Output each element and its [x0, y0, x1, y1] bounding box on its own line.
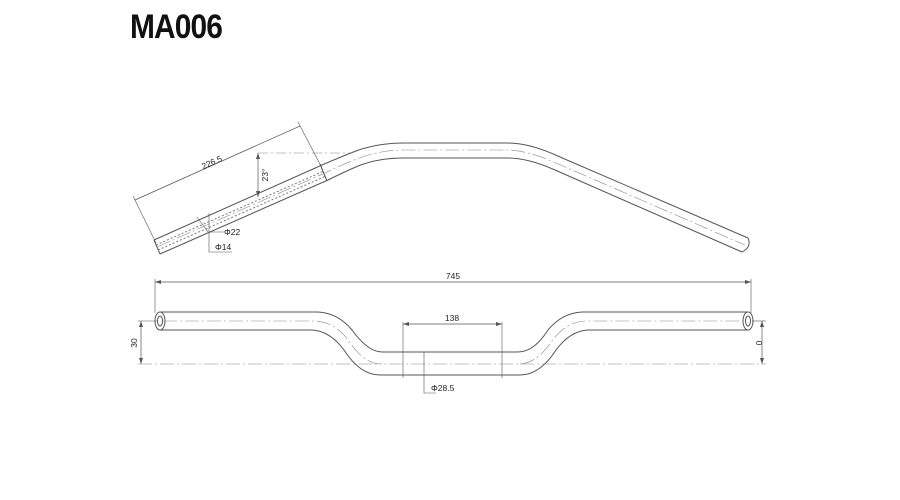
arrow-offset-bottom [760, 358, 764, 364]
front-view-outline-lower [160, 329, 748, 376]
dim-center-diameter: Φ28.5 [431, 383, 455, 393]
front-view-left-end-inner [157, 315, 163, 327]
dim-outer-diameter: Φ22 [224, 227, 241, 237]
top-view-grip-hidden-lower [157, 175, 327, 251]
front-view-diameter-marker [423, 352, 436, 394]
top-view-length-ext-right [297, 121, 323, 169]
front-view-outline-upper [160, 311, 748, 353]
top-view-outline-upper [153, 142, 749, 241]
dim-rise: 30 [129, 338, 139, 348]
front-view-right-end-inner [745, 315, 751, 327]
top-view-centerline [156, 149, 746, 248]
arrow-width-right [745, 280, 751, 284]
top-view-handlebar [132, 121, 750, 255]
top-view-diameter-marker-22 [196, 216, 224, 233]
part-number-title: MA006 [130, 8, 223, 46]
top-view-length-ext-left [132, 195, 157, 244]
top-view-right-end [741, 237, 750, 253]
front-view-centerline [163, 320, 745, 365]
arrow-offset-top [760, 321, 764, 327]
dim-sweep-angle: 23° [260, 169, 270, 182]
top-view-outline-lower [159, 157, 743, 255]
top-view-grip-hidden-upper [155, 170, 325, 246]
dim-overall-width: 745 [446, 271, 460, 281]
arrow-rise-top [139, 321, 143, 327]
arrow-angle-top [256, 153, 260, 159]
dim-end-offset: 0 [754, 341, 764, 346]
arrow-center-left [403, 322, 409, 326]
arrow-rise-bottom [139, 358, 143, 364]
dim-inner-diameter: Φ14 [215, 242, 232, 252]
front-view-handlebar [138, 279, 766, 394]
dim-length-along-grip: 226.5 [200, 153, 224, 171]
dim-center-width: 138 [445, 313, 459, 323]
top-view-diameter-marker-14 [208, 213, 232, 253]
arrow-width-left [155, 280, 161, 284]
top-view-length-dim-line [134, 125, 301, 201]
arrow-center-right [496, 322, 502, 326]
arrow-angle-bottom [256, 191, 260, 197]
